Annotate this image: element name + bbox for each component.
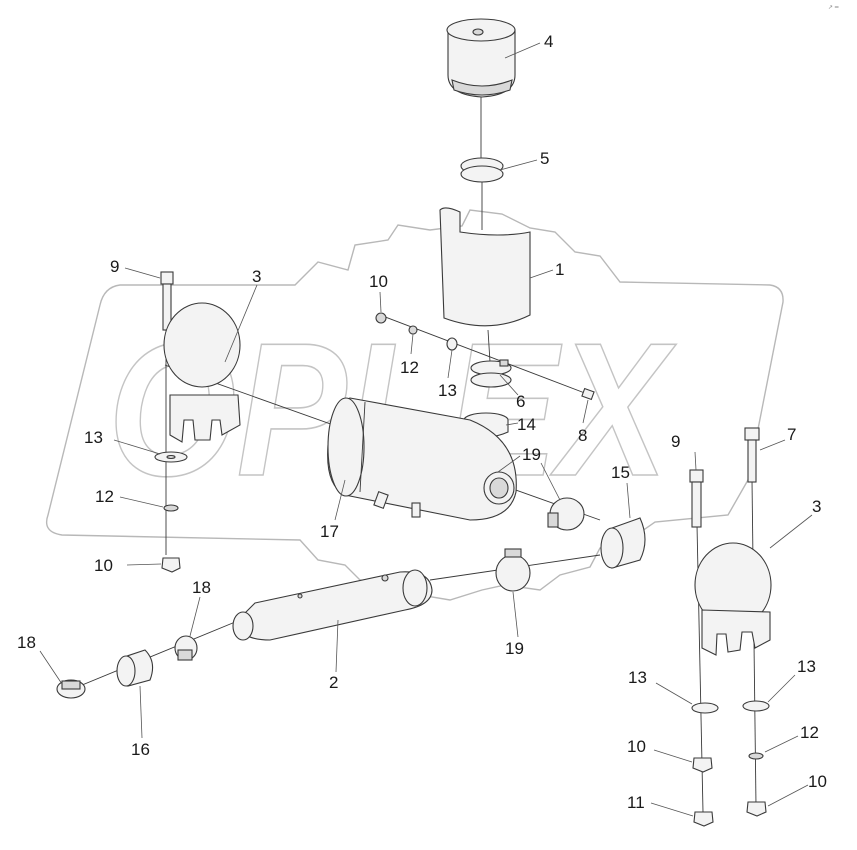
part-3-bracket-left — [163, 302, 241, 443]
callout-16: 16 — [131, 740, 150, 759]
callout-6: 6 — [516, 392, 525, 411]
part-3-bracket-right — [694, 542, 772, 656]
callout-11: 11 — [627, 793, 645, 812]
part-5-ring — [460, 157, 504, 183]
part-12-lockwasher-right — [748, 752, 764, 760]
part-10-nut-left — [161, 557, 181, 573]
callout-12-right: 12 — [800, 723, 819, 742]
part-15-coupler — [600, 517, 646, 569]
part-11-nut-right — [693, 811, 714, 827]
callout-13-right-a: 13 — [628, 668, 647, 687]
part-16-hose — [116, 649, 154, 687]
callout-1: 1 — [555, 260, 564, 279]
callout-10-right-a: 10 — [627, 737, 646, 756]
callout-7: 7 — [787, 425, 796, 444]
part-13-washer-top — [446, 337, 458, 351]
callout-19-lower: 19 — [505, 639, 524, 658]
part-19-clamp-lower — [495, 548, 531, 592]
part-10-nut-top — [375, 312, 387, 324]
part-13-washer-left — [154, 451, 188, 463]
callout-8: 8 — [578, 426, 587, 445]
callout-10-left: 10 — [94, 556, 113, 575]
callout-5: 5 — [540, 149, 549, 168]
callout-10-right-b: 10 — [808, 772, 827, 791]
corner-mark: ↗ ═ — [828, 4, 839, 11]
callout-2: 2 — [329, 673, 338, 692]
part-4-filter-cap — [446, 18, 516, 98]
part-13-washers-right — [691, 700, 770, 714]
callout-13-left: 13 — [84, 428, 103, 447]
callout-9-right: 9 — [671, 432, 680, 451]
part-7-bolt-right — [744, 427, 760, 483]
part-18-clamp-mid — [174, 635, 198, 661]
callout-19-upper: 19 — [522, 445, 541, 464]
watermark-gear-outline — [45, 209, 784, 601]
callout-3-left: 3 — [252, 267, 261, 286]
watermark: OPLEX — [45, 209, 784, 601]
part-8-bolt-top — [581, 387, 595, 401]
callout-labels: 4 5 1 9 3 10 12 13 6 14 8 19 13 12 10 17… — [17, 32, 827, 812]
callout-3-right: 3 — [812, 497, 821, 516]
callout-17: 17 — [320, 522, 339, 541]
part-10-nuts-right — [692, 757, 767, 817]
callout-10-top: 10 — [369, 272, 388, 291]
callout-12-left: 12 — [95, 487, 114, 506]
callout-18-end: 18 — [17, 633, 36, 652]
leader-lines — [39, 42, 813, 817]
callout-14: 14 — [517, 415, 536, 434]
callout-9-left: 9 — [110, 257, 119, 276]
callout-12-top: 12 — [400, 358, 419, 377]
part-9-bolt-right — [689, 469, 704, 528]
part-18-clamp-end — [56, 679, 86, 699]
callout-18-mid: 18 — [192, 578, 211, 597]
part-1-inlet-pipe — [439, 207, 531, 327]
part-17-air-cleaner-housing — [327, 397, 517, 521]
part-12-washer-top — [408, 325, 418, 335]
part-12-lockwasher-left — [163, 504, 179, 512]
callout-15: 15 — [611, 463, 630, 482]
callout-13-top: 13 — [438, 381, 457, 400]
part-6-clamp — [470, 359, 512, 388]
callout-4: 4 — [544, 32, 553, 51]
callout-13-right-b: 13 — [797, 657, 816, 676]
part-2-outlet-pipe — [232, 569, 433, 641]
part-19-clamp-upper — [547, 497, 585, 531]
